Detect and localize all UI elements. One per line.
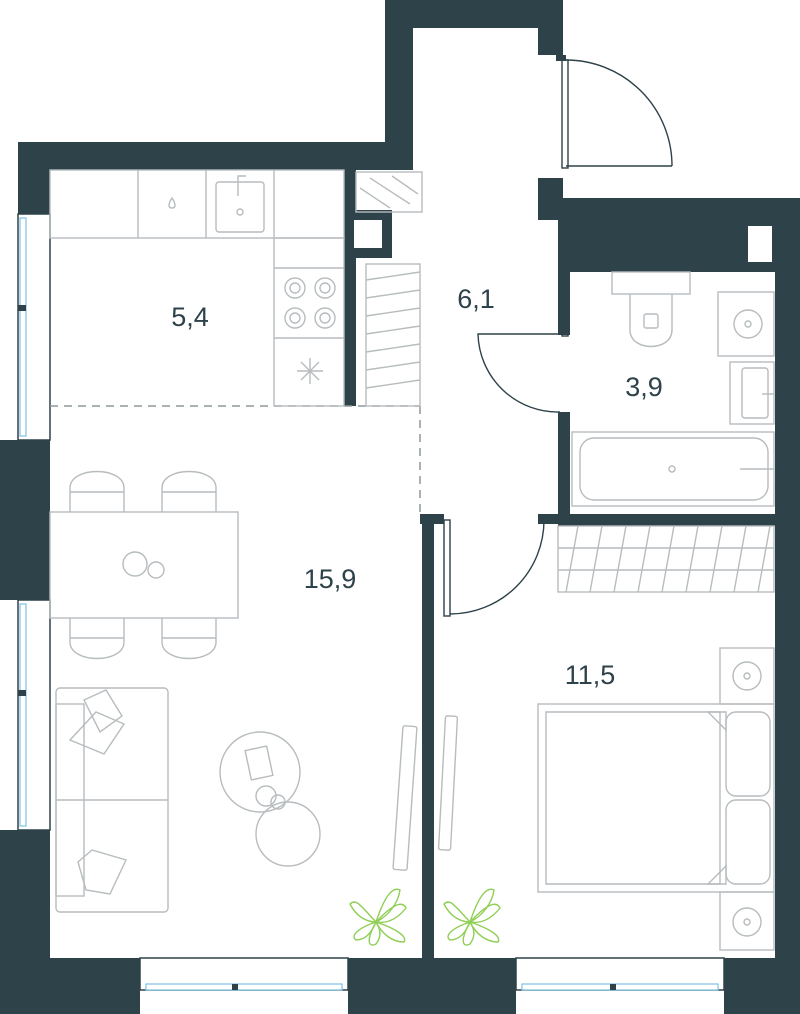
bedroom-area-label: 11,5 <box>565 660 616 690</box>
bathroom-area-label: 3,9 <box>625 372 663 402</box>
hall-area-label: 6,1 <box>457 284 495 314</box>
living-furniture <box>49 470 418 946</box>
hall-furniture <box>355 171 423 407</box>
plant-right <box>443 888 501 946</box>
plant-left <box>349 888 407 946</box>
kitchen-furniture <box>49 169 345 407</box>
bedroom-furniture <box>437 525 775 951</box>
doors <box>443 55 673 617</box>
zone-separator <box>50 405 421 514</box>
windows <box>17 213 725 991</box>
living-room-area-label: 15,9 <box>304 564 357 594</box>
bathroom-furniture <box>571 271 775 507</box>
room-labels: 5,4 6,1 3,9 15,9 11,5 <box>171 284 663 690</box>
kitchen-area-label: 5,4 <box>171 302 209 332</box>
